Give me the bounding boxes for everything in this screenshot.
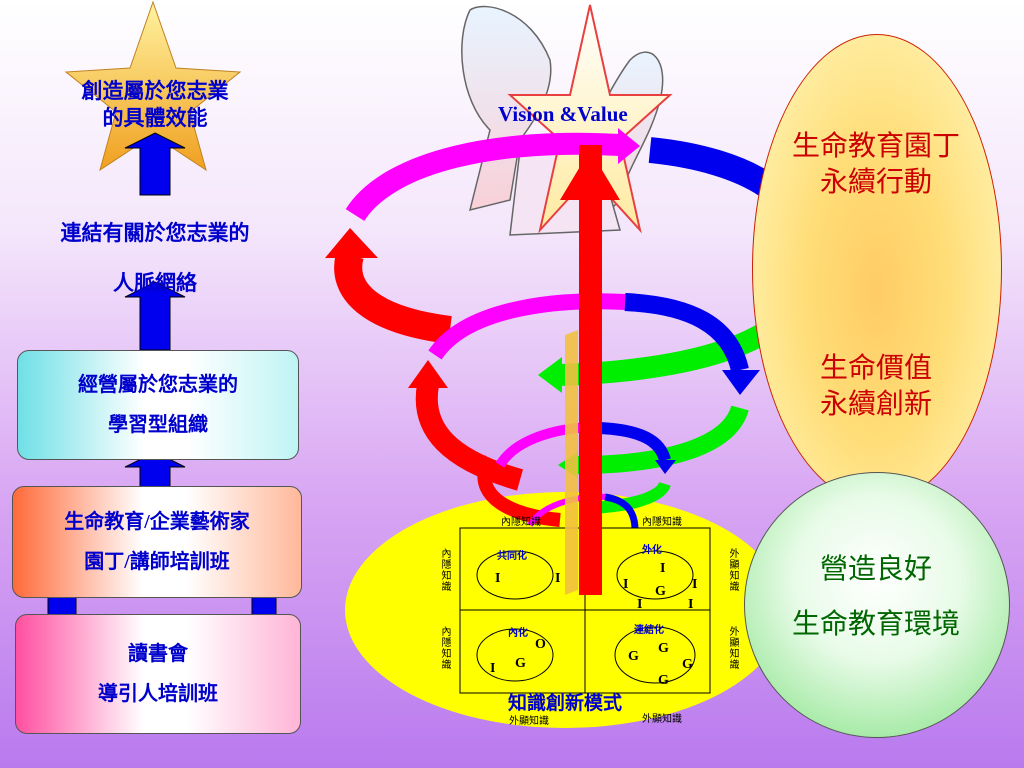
vision-label: Vision &Value — [498, 102, 628, 126]
svg-text:I: I — [688, 597, 693, 612]
magenta-arrowhead-top — [618, 128, 640, 164]
goal-star-text: 創造屬於您志業 的具體效能 — [55, 78, 255, 133]
circle-line-2: 生命教育環境 — [791, 607, 960, 639]
svg-text:I: I — [692, 577, 697, 592]
magenta-arc-top — [345, 132, 621, 222]
oval-line-4: 永續創新 — [819, 388, 932, 420]
network-line-1: 連結有關於您志業的 — [60, 221, 250, 245]
oval-line-1: 生命教育園丁 — [791, 130, 960, 161]
right-bottom-vertical-label: 外顯知識 — [727, 626, 738, 670]
oval-line-2: 永續行動 — [819, 166, 932, 198]
action-oval-bottom-text: 生命價值 永續創新 — [752, 350, 1000, 423]
right-top-vertical-label: 外顯知識 — [727, 548, 738, 592]
svg-text:G: G — [628, 649, 639, 664]
svg-text:I: I — [660, 561, 665, 576]
svg-text:G: G — [658, 673, 669, 688]
svg-text:O: O — [535, 637, 546, 652]
learning-org-box: 經營屬於您志業的 學習型組織 — [17, 350, 299, 460]
environment-text: 營造良好 生命教育環境 — [744, 542, 1008, 651]
blue-arrowhead-low — [655, 460, 676, 474]
left-top-vertical-label: 內隱知識 — [439, 548, 450, 592]
class-line-2: 園丁/講師培訓班 — [84, 551, 230, 573]
vision-arrow-shadow — [565, 330, 578, 595]
svg-text:G: G — [682, 657, 693, 672]
reading-club-box: 讀書會 導引人培訓班 — [15, 614, 301, 734]
vision-up-arrowhead — [560, 150, 620, 200]
top-right-label: 內隱知識 — [642, 517, 682, 528]
blue-arrowhead-mid — [722, 370, 760, 395]
svg-text:G: G — [658, 641, 669, 656]
socialization-label: 共同化 — [497, 551, 527, 562]
oval-line-3: 生命價值 — [819, 352, 932, 383]
blue-arc-low — [599, 422, 671, 462]
internalization-label: 內化 — [508, 628, 528, 639]
class-line-1: 生命教育/企業藝術家 — [64, 511, 250, 533]
seci-letters: I I I I I I I G I G O G G G G — [490, 561, 697, 688]
training-class-box: 生命教育/企業藝術家 園丁/講師培訓班 — [12, 486, 302, 598]
combination-label: 連結化 — [634, 625, 664, 636]
action-oval-top-text: 生命教育園丁 永續行動 — [752, 128, 1000, 201]
reading-line-2: 導引人培訓班 — [98, 683, 218, 705]
up-arrow-1 — [124, 132, 186, 196]
svg-text:I: I — [555, 571, 560, 586]
org-line-2: 學習型組織 — [108, 414, 208, 436]
goal-line-1: 創造屬於您志業 — [81, 79, 229, 103]
red-arrowhead-top — [325, 228, 378, 258]
top-left-label: 內隱知識 — [501, 517, 541, 528]
green-arrowhead-top — [538, 357, 562, 393]
vision-up-arrow — [579, 145, 602, 595]
circle-line-1: 營造良好 — [819, 553, 932, 584]
red-arrowhead-mid — [408, 360, 448, 388]
svg-text:I: I — [623, 577, 628, 592]
network-text: 連結有關於您志業的 人脈網絡 — [20, 208, 290, 309]
svg-text:I: I — [495, 571, 500, 586]
bottom-left-label: 外顯知識 — [509, 716, 549, 727]
svg-text:I: I — [490, 661, 495, 676]
svg-text:G: G — [515, 656, 526, 671]
blue-arc-small — [604, 493, 639, 531]
left-bottom-vertical-label: 內隱知識 — [439, 626, 450, 670]
externalization-label: 外化 — [642, 545, 662, 556]
goal-line-2: 的具體效能 — [102, 106, 208, 131]
svg-text:G: G — [655, 584, 666, 599]
environment-circle — [744, 472, 1010, 738]
model-title: 知識創新模式 — [508, 693, 623, 714]
org-line-1: 經營屬於您志業的 — [78, 374, 238, 396]
bottom-right-label: 外顯知識 — [642, 714, 682, 725]
blue-arc-mid — [624, 293, 749, 373]
red-arrowhead-low — [473, 455, 498, 472]
green-arc-mid — [574, 404, 749, 474]
action-oval — [752, 34, 1002, 504]
red-arc-low — [477, 468, 561, 527]
red-arc-top — [334, 251, 452, 344]
spiral-diagram: I I I I I I I G I G O G G G G — [325, 4, 820, 728]
svg-text:I: I — [637, 597, 642, 612]
reading-line-1: 讀書會 — [128, 643, 188, 665]
network-line-2: 人脈網絡 — [113, 271, 197, 296]
red-arc-mid — [415, 383, 524, 491]
